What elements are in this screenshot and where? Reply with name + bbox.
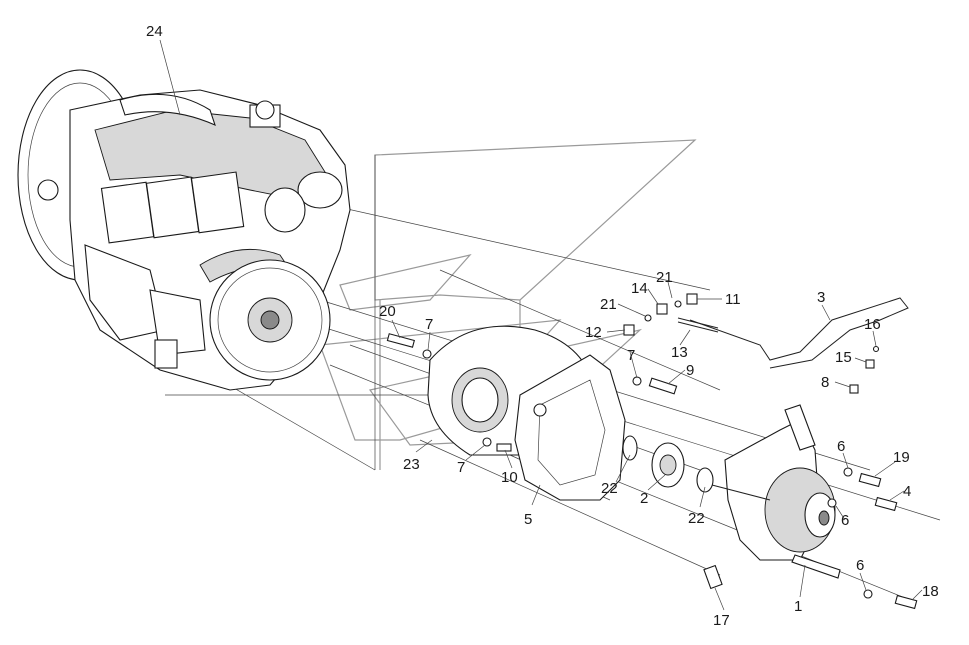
- callout-14: 14: [631, 280, 648, 297]
- callout-3: 3: [817, 289, 825, 306]
- callout-6: 6: [856, 557, 864, 574]
- callout-10: 10: [501, 469, 518, 486]
- callout-7: 7: [627, 347, 635, 364]
- callout-labels: 24 20 7 23 7 10 5 22 2 22 1 17 7 9 12 21…: [146, 23, 939, 629]
- callout-2: 2: [640, 490, 648, 507]
- callout-11: 11: [725, 291, 741, 308]
- callout-20: 20: [379, 303, 396, 320]
- callout-24: 24: [146, 23, 163, 40]
- callout-18: 18: [922, 583, 939, 600]
- callout-21: 21: [656, 269, 673, 286]
- callout-4: 4: [903, 483, 911, 500]
- fasteners: [386, 293, 918, 610]
- callout-7: 7: [425, 316, 433, 333]
- callout-5: 5: [524, 511, 532, 528]
- callout-23: 23: [403, 456, 420, 473]
- pipe-assembly: [689, 297, 909, 369]
- retarder-unit: [711, 404, 841, 579]
- callout-12: 12: [585, 324, 602, 341]
- callout-17: 17: [713, 612, 730, 629]
- hub-and-rings: [622, 435, 714, 493]
- clutch-housing: [514, 354, 626, 501]
- callout-22: 22: [601, 480, 618, 497]
- callout-19: 19: [893, 449, 910, 466]
- callout-15: 15: [835, 349, 852, 366]
- callout-13: 13: [671, 344, 688, 361]
- engine-assembly: [17, 69, 351, 391]
- callout-1: 1: [794, 598, 802, 615]
- callout-6: 6: [837, 438, 845, 455]
- callout-9: 9: [686, 362, 694, 379]
- callout-8: 8: [821, 374, 829, 391]
- callout-21: 21: [600, 296, 617, 313]
- callout-22: 22: [688, 510, 705, 527]
- callout-6: 6: [841, 512, 849, 529]
- callout-leaders: [159, 39, 923, 611]
- callout-7: 7: [457, 459, 465, 476]
- callout-16: 16: [864, 316, 881, 333]
